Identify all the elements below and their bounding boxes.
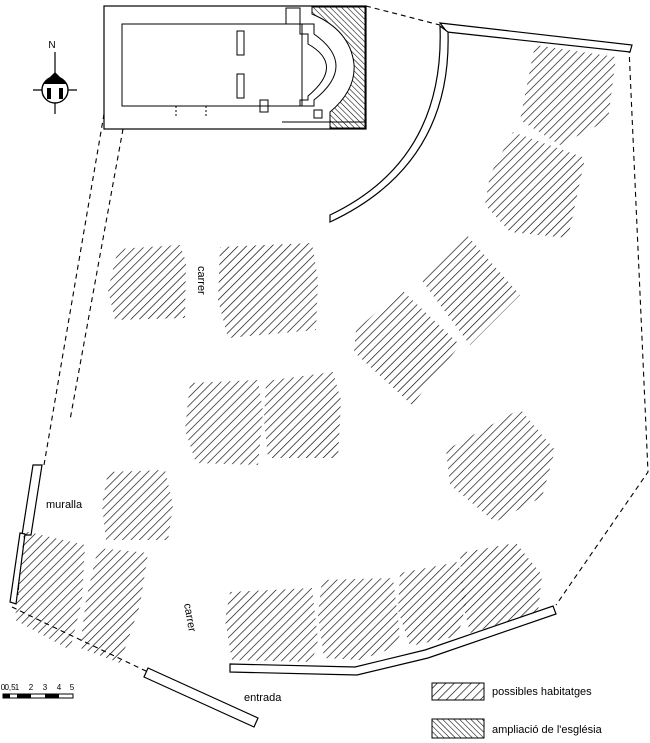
enclosure-west-inner — [69, 128, 124, 421]
wall-curved-north — [329, 24, 449, 223]
enclosure-west-outer — [43, 113, 105, 466]
house-12 — [80, 548, 148, 663]
legend-swatch-houses — [431, 682, 485, 701]
wall-entrance-south — [143, 667, 259, 728]
muralla-segment — [21, 464, 43, 536]
legend-swatch-church-extension — [431, 718, 485, 739]
entrance-label: entrada — [244, 692, 282, 704]
scale-tick-3: 3 — [43, 683, 48, 692]
church-apse — [299, 23, 337, 107]
church-pillar-north — [236, 30, 245, 56]
house-11 — [15, 531, 85, 650]
scale-tick-2: 2 — [29, 683, 34, 692]
scale-tick-0: 0 — [1, 683, 6, 692]
house-14 — [318, 578, 400, 660]
north-label: N — [48, 40, 55, 51]
walls — [9, 22, 633, 728]
house-10 — [446, 409, 555, 522]
scale-tick-5: 5 — [70, 683, 75, 692]
house-8 — [520, 45, 616, 145]
legend: possibles habitatges ampliació de l'esgl… — [431, 682, 603, 739]
legend-label-houses: possibles habitatges — [492, 686, 592, 698]
house-4 — [264, 372, 341, 458]
houses — [15, 45, 616, 663]
house-16 — [460, 543, 542, 633]
house-13 — [225, 588, 318, 662]
church-apse-buttress — [313, 109, 323, 119]
church-outer-wall — [103, 5, 367, 130]
enclosure-east — [555, 47, 649, 606]
compass-rose-icon: N — [33, 40, 77, 114]
street-label-lower: carrer — [181, 602, 198, 633]
church-nave — [121, 23, 303, 107]
house-7 — [485, 132, 585, 238]
street-label-upper: carrer — [195, 266, 207, 295]
wall-south-east — [229, 605, 557, 676]
house-6 — [420, 233, 520, 345]
enclosure-north-join — [365, 5, 441, 26]
church-extension-area — [311, 6, 366, 129]
scale-tick-1: 1 — [15, 683, 20, 692]
church-side-door — [259, 99, 269, 113]
church-belfry — [285, 7, 301, 25]
legend-label-church-extension: ampliació de l'església — [492, 724, 603, 736]
scale-bar: 0 0,5 1 2 3 4 5 — [1, 683, 75, 699]
house-1 — [108, 245, 186, 320]
church — [103, 5, 367, 130]
scale-tick-0-5: 0,5 — [4, 683, 16, 692]
house-15 — [398, 562, 467, 646]
house-2 — [218, 243, 318, 338]
house-9 — [102, 470, 173, 540]
wall-label: muralla — [46, 499, 83, 511]
house-3 — [185, 380, 263, 465]
house-5 — [354, 290, 460, 405]
church-pillar-south — [236, 73, 245, 99]
scale-tick-4: 4 — [57, 683, 62, 692]
